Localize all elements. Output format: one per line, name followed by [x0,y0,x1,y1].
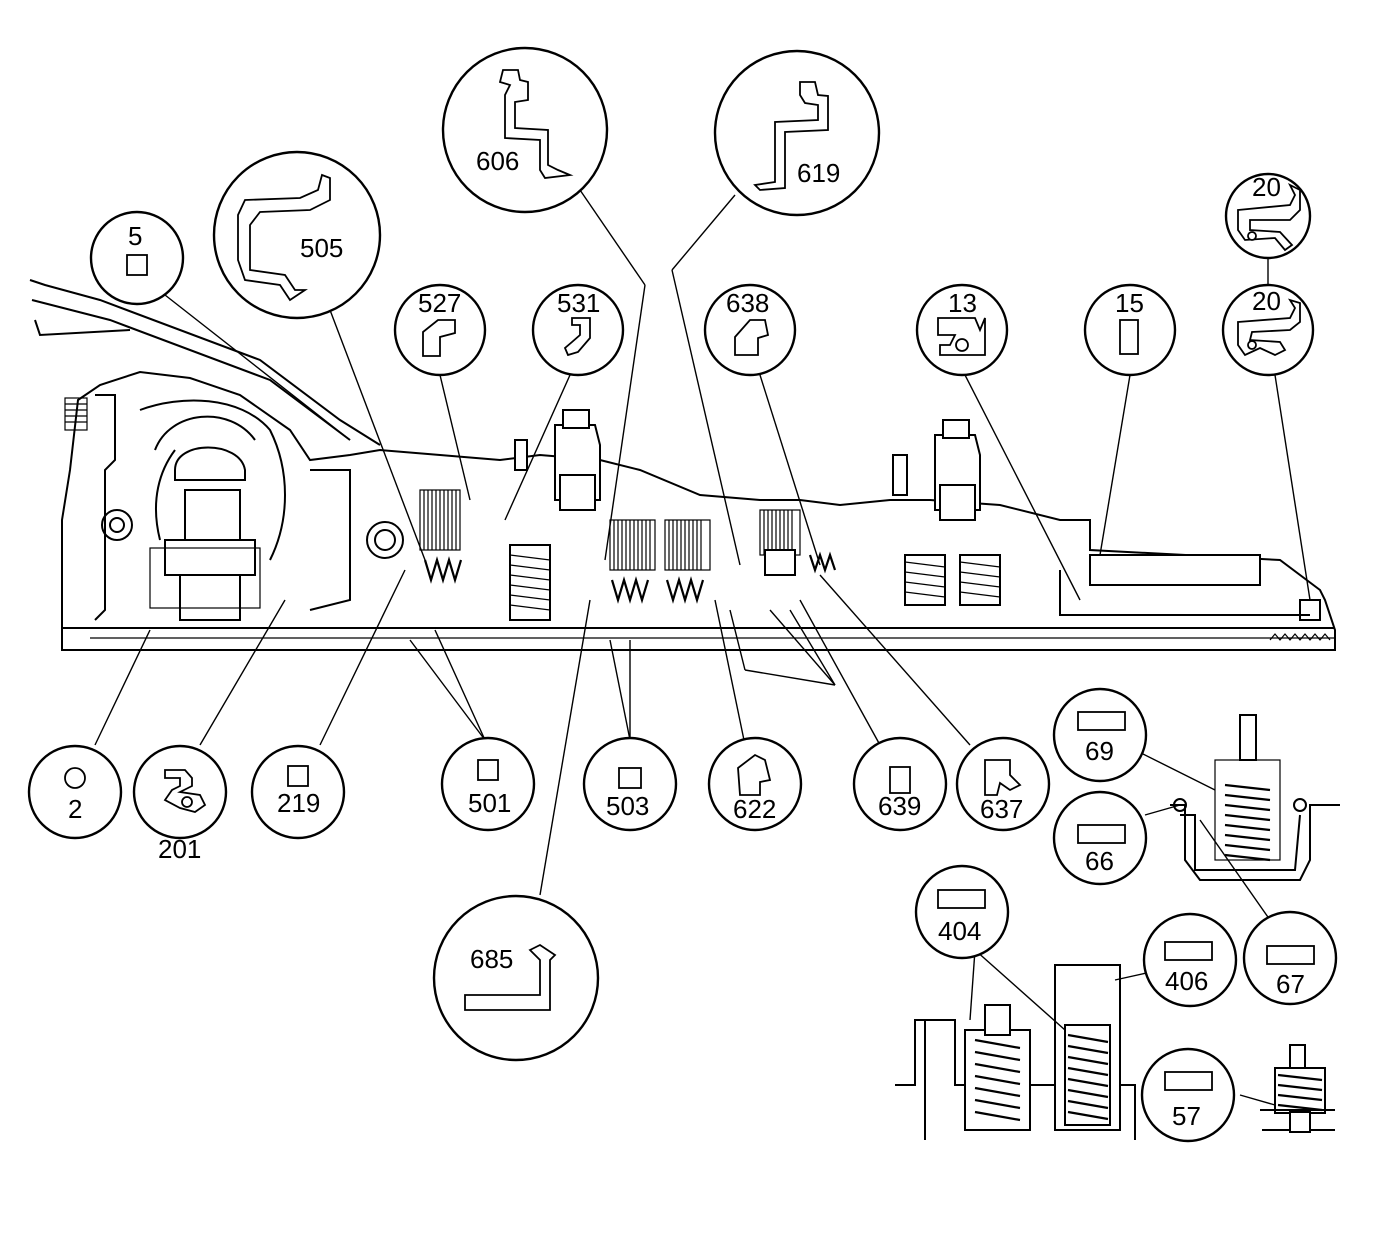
callout-label-639: 639 [878,791,921,821]
planetary-gear-1 [509,544,551,621]
callout-label-505: 505 [300,233,343,263]
callout-label-501: 501 [468,788,511,818]
callout-637: 637 [955,736,1051,832]
callout-label-219: 219 [277,788,320,818]
callout-57: 57 [1140,1047,1236,1143]
callout-639: 639 [852,736,948,832]
callout-label-531: 531 [557,288,600,318]
callout-label-15: 15 [1115,288,1144,318]
callout-404: 404 [914,864,1010,960]
callout-label-638: 638 [726,288,769,318]
callout-label-685: 685 [470,944,513,974]
callout-501: 501 [440,736,536,832]
callout-622: 622 [707,736,803,832]
callout-503: 503 [582,736,678,832]
callout-638: 638 [703,283,797,377]
callout-label-404: 404 [938,916,981,946]
callout-2: 2 [27,744,123,840]
callout-619: 619 [713,49,881,217]
callout-20-upper: 20 [1224,172,1312,260]
callout-label-503: 503 [606,791,649,821]
callout-15: 15 [1083,283,1177,377]
callout-67: 67 [1242,910,1338,1006]
callout-13: 13 [915,283,1009,377]
callout-label-2: 2 [68,794,82,824]
callout-label-637: 637 [980,794,1023,824]
callout-69: 69 [1052,687,1148,783]
callout-label-57: 57 [1172,1101,1201,1131]
small-valve-detail [1260,1044,1335,1133]
leader-lines [94,189,1311,1106]
callout-406: 406 [1142,912,1238,1008]
callout-label-20-upper: 20 [1252,172,1281,202]
callout-label-201: 201 [158,834,201,864]
callout-label-606: 606 [476,146,519,176]
callout-531: 531 [531,283,625,377]
callout-label-69: 69 [1085,736,1114,766]
callout-label-619: 619 [797,158,840,188]
callout-505: 505 [212,150,382,320]
callout-label-406: 406 [1165,966,1208,996]
callout-527: 527 [393,283,487,377]
callout-66: 66 [1052,790,1148,886]
planetary-gear-2 [904,554,1001,606]
callout-20-lower: 20 [1221,283,1315,377]
callout-label-527: 527 [418,288,461,318]
clutch-pack-1 [419,489,461,551]
callout-219: 219 [250,744,346,840]
callout-label-20-lower: 20 [1252,286,1281,316]
callout-201: 201 [132,744,228,864]
callout-label-67: 67 [1276,969,1305,999]
clutch-pack-2 [609,519,711,571]
accumulator-detail [1170,714,1340,881]
callout-label-66: 66 [1085,846,1114,876]
callout-606: 606 [441,46,609,214]
callout-label-622: 622 [733,794,776,824]
callout-label-5: 5 [128,221,142,251]
callout-5: 5 [89,210,185,306]
servo-detail [895,964,1136,1140]
callout-685: 685 [432,894,600,1062]
callout-label-13: 13 [948,288,977,318]
transmission-cross-section [29,279,1336,651]
